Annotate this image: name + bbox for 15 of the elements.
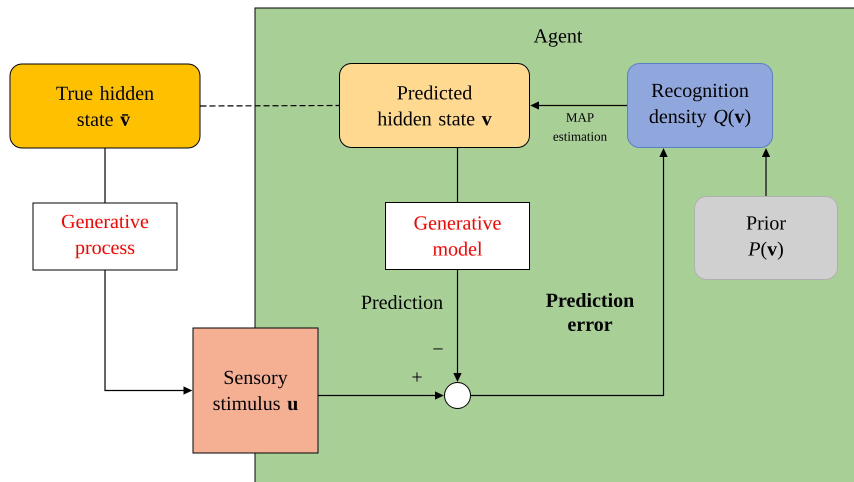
state-box: True hidden state v̄ — [10, 64, 200, 148]
sign-label: − — [433, 348, 443, 350]
connector-line — [104, 148, 106, 202]
process-box: Generative model — [385, 202, 530, 270]
prior-box: Prior P(v) — [694, 196, 838, 280]
state-box: Predicted hidden state v — [339, 63, 530, 148]
summing-junction — [444, 382, 471, 409]
process-box: Generative process — [32, 202, 178, 270]
dashed-line — [200, 104, 339, 107]
stimulus-box: Sensory stimulus u — [192, 328, 318, 454]
connector-line — [456, 148, 458, 202]
edge-label: Prediction error — [544, 292, 636, 332]
edge-label: MAP estimation — [544, 112, 616, 142]
edge-label: Prediction — [360, 294, 444, 310]
density-box: Recognition density Q(v) — [627, 63, 773, 148]
